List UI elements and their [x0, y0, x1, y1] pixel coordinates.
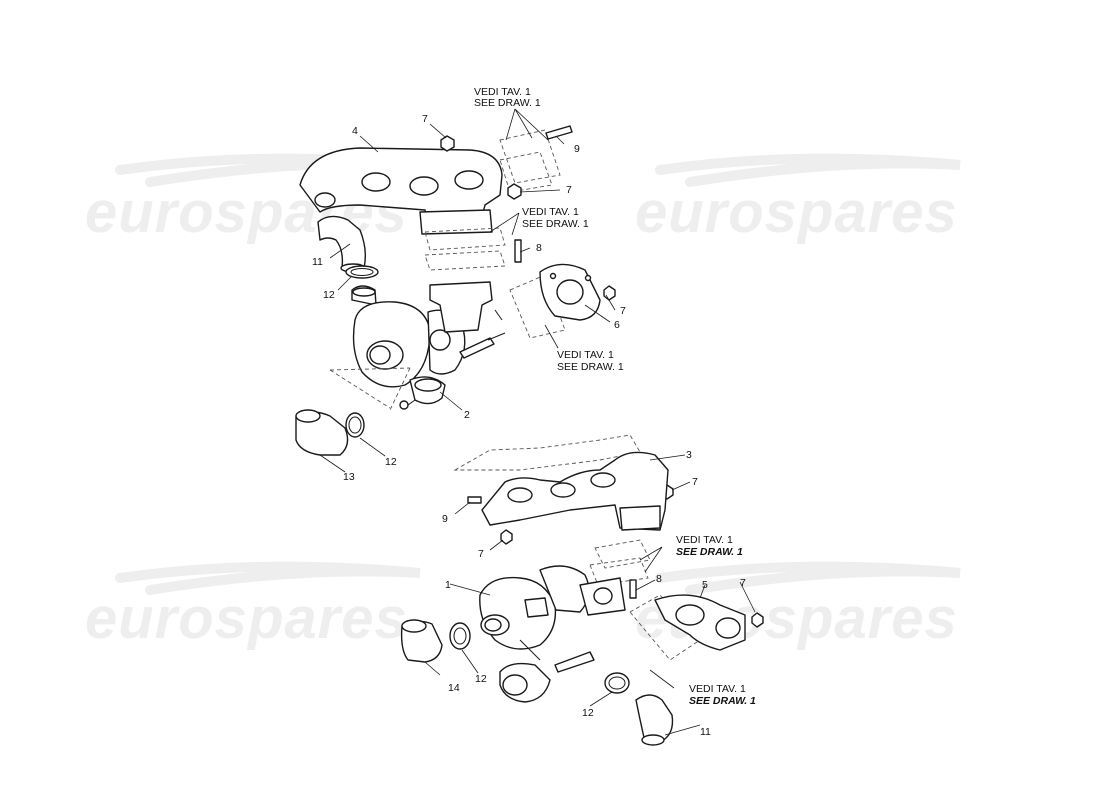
- gasket-icon: [589, 539, 651, 586]
- reference-notes: VEDI TAV. 1 SEE DRAW. 1 VEDI TAV. 1 SEE …: [474, 86, 756, 707]
- stud-icon: [467, 125, 637, 599]
- turbocharger-icon: [479, 565, 626, 703]
- reference-note-line2: SEE DRAW. 1: [557, 361, 624, 373]
- callout-3: 3: [686, 449, 692, 461]
- callout-8: 8: [536, 242, 542, 254]
- reference-note-line1: VEDI TAV. 1: [522, 206, 579, 218]
- callout-12: 12: [475, 673, 487, 685]
- reference-note-line1: VEDI TAV. 1: [689, 683, 746, 695]
- callout-7: 7: [740, 577, 746, 589]
- gasket-icon: [424, 227, 506, 271]
- callout-11: 11: [700, 726, 711, 738]
- callout-7: 7: [566, 184, 572, 196]
- reference-note-line2: SEE DRAW. 1: [474, 97, 541, 109]
- gasket-icon: [499, 129, 561, 193]
- reference-note-line2: SEE DRAW. 1: [676, 546, 743, 558]
- reference-note-line1: VEDI TAV. 1: [676, 534, 733, 546]
- callout-7: 7: [478, 548, 484, 560]
- elbow-hose-icon: [635, 694, 674, 746]
- assembly-guide: [329, 367, 411, 411]
- leader-lines: [319, 108, 756, 736]
- callout-12: 12: [385, 456, 397, 468]
- callout-9: 9: [442, 513, 448, 525]
- callout-7: 7: [692, 476, 698, 488]
- turbocharger-icon: [351, 281, 506, 410]
- reference-note-line1: VEDI TAV. 1: [557, 349, 614, 361]
- hose-clamp-icon: [345, 412, 365, 438]
- flange-icon: [509, 263, 601, 339]
- callout-11: 11: [312, 256, 323, 268]
- flange-icon: [629, 594, 746, 661]
- elbow-hose-icon: [295, 409, 349, 456]
- exhaust-manifold-icon: [453, 434, 669, 531]
- watermark: eurospares eurospares eurospares eurospa…: [85, 153, 961, 651]
- callout-5: 5: [702, 579, 708, 591]
- watermark-text-2: eurospares: [635, 180, 958, 245]
- callout-8: 8: [656, 573, 662, 585]
- reference-note-line2: SEE DRAW. 1: [689, 695, 756, 707]
- watermark-text-3: eurospares: [85, 586, 408, 651]
- callout-7: 7: [620, 305, 626, 317]
- callout-1: 1: [445, 579, 451, 591]
- callout-labels: 4 7 9 7 8 11 12 7 6 2 12 13 3 7 9 7 1 8 …: [312, 113, 746, 738]
- callout-6: 6: [614, 319, 620, 331]
- exhaust-manifold-icon: [299, 147, 503, 235]
- callout-12: 12: [582, 707, 594, 719]
- callout-4: 4: [352, 125, 358, 137]
- callout-9: 9: [574, 143, 580, 155]
- hose-clamp-icon: [449, 622, 630, 694]
- reference-note-line2: SEE DRAW. 1: [522, 218, 589, 230]
- elbow-hose-icon: [400, 619, 443, 663]
- callout-13: 13: [343, 471, 355, 483]
- callout-7: 7: [422, 113, 428, 125]
- hose-clamp-icon: [345, 265, 379, 279]
- callout-12: 12: [323, 289, 335, 301]
- reference-note-line1: VEDI TAV. 1: [474, 86, 531, 98]
- callout-14: 14: [448, 682, 460, 694]
- callout-2: 2: [464, 409, 470, 421]
